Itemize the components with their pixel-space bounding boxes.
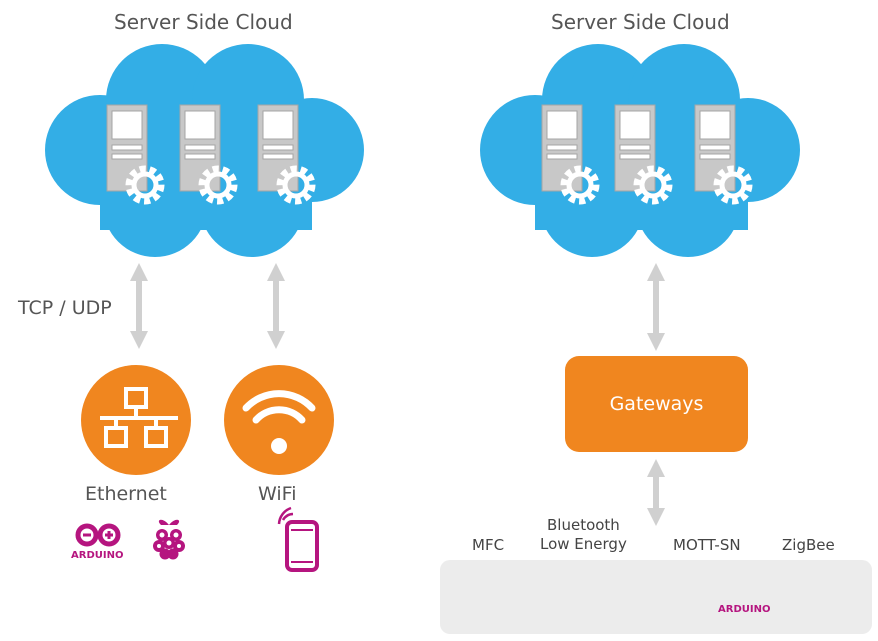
gateways-label: Gateways xyxy=(609,393,704,415)
ethernet-icon xyxy=(81,365,191,475)
right-servers xyxy=(542,105,749,201)
arduino-text: ARDUINO xyxy=(718,604,771,615)
right-cloud-title: Server Side Cloud xyxy=(551,10,730,34)
gateways-box: Gateways xyxy=(565,356,748,452)
raspberry-pi-icon xyxy=(153,519,185,560)
ethernet-label: Ethernet xyxy=(85,483,167,505)
protocol-label: TCP / UDP xyxy=(18,297,112,319)
bluetooth-label-line2: Low Energy xyxy=(540,535,627,553)
left-servers xyxy=(107,105,312,201)
zigbee-label: ZigBee xyxy=(782,536,835,554)
bluetooth-label-line1: Bluetooth xyxy=(547,516,620,534)
device-tray xyxy=(440,560,872,634)
mott-sn-label: MOTT-SN xyxy=(673,536,741,554)
mfc-label: MFC xyxy=(472,536,505,554)
wifi-icon xyxy=(224,365,334,475)
wifi-label: WiFi xyxy=(258,483,297,505)
left-cloud-title: Server Side Cloud xyxy=(114,10,293,34)
smartphone-wifi-icon xyxy=(277,506,319,572)
bluetooth-label: Bluetooth Low Energy xyxy=(540,516,627,554)
arduino-text: ARDUINO xyxy=(71,550,124,561)
arduino-icon xyxy=(78,526,118,544)
